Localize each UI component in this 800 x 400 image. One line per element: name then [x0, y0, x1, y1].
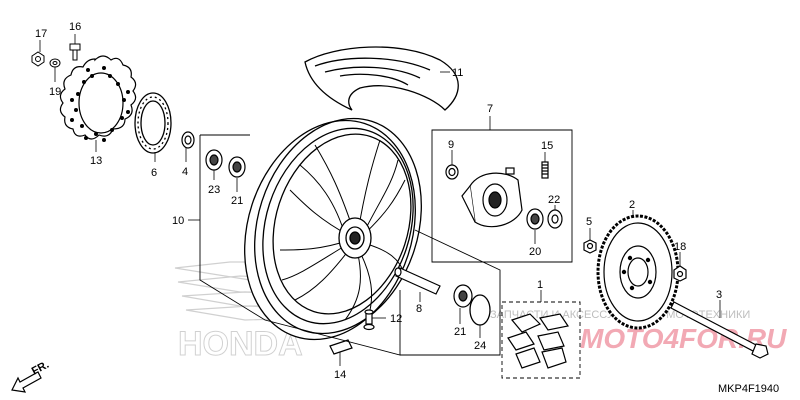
- flange-collar: [445, 164, 459, 180]
- disc-washer: [49, 58, 61, 68]
- dust-seal-ring: [134, 92, 172, 154]
- rear-wheel: [244, 117, 422, 341]
- callout-18: 18: [674, 241, 686, 253]
- callout-2: 2: [629, 199, 635, 211]
- axle-nut: [673, 265, 687, 282]
- group-outline-1: [501, 301, 581, 379]
- group-outline-7: [431, 129, 573, 263]
- callout-8: 8: [416, 303, 422, 315]
- sprocket-nut: [583, 239, 597, 254]
- callout-24: 24: [474, 340, 486, 352]
- stud-bolt: [541, 161, 549, 179]
- callout-12: 12: [390, 313, 402, 325]
- left-bearing-21: [228, 156, 246, 178]
- rear-axle: [670, 301, 769, 359]
- diagram-code: MKP4F1940: [718, 383, 779, 395]
- callout-11: 11: [452, 67, 463, 79]
- callout-22: 22: [548, 194, 560, 206]
- callout-16: 16: [69, 21, 81, 33]
- collar: [181, 131, 195, 149]
- front-label: FR.: [30, 359, 51, 378]
- front-direction-marker: FR.: [11, 359, 51, 393]
- callout-5: 5: [586, 216, 592, 228]
- callout-14: 14: [334, 369, 346, 381]
- leader-lines: [39, 34, 721, 366]
- callouts: 17 16 19 13 6 4 23 21 10 11 7 9 15 22 20…: [35, 21, 722, 381]
- brake-disc: [59, 55, 137, 143]
- wheel-damper: [507, 313, 569, 369]
- axle-spacer: [394, 267, 441, 295]
- right-bearing-21: [453, 284, 473, 308]
- callout-17: 17: [35, 28, 47, 40]
- callout-1: 1: [537, 279, 543, 291]
- callout-21-left: 21: [231, 195, 243, 207]
- disc-nut: [31, 51, 45, 67]
- group-outline-10: [199, 134, 501, 356]
- callout-20: 20: [529, 246, 541, 258]
- callout-19: 19: [49, 86, 61, 98]
- o-ring: [469, 294, 491, 326]
- callout-6: 6: [151, 167, 157, 179]
- callout-7: 7: [487, 103, 493, 115]
- callout-13: 13: [90, 155, 102, 167]
- callout-15: 15: [541, 140, 553, 152]
- final-driven-flange: [461, 167, 523, 228]
- callout-9: 9: [448, 139, 454, 151]
- balance-weight: [329, 339, 353, 355]
- callout-21-right: 21: [454, 326, 466, 338]
- callout-4: 4: [182, 166, 188, 178]
- callout-23: 23: [208, 184, 220, 196]
- left-bearing-23: [205, 149, 223, 171]
- callout-3: 3: [716, 289, 722, 301]
- disc-bolt: [69, 43, 81, 61]
- oil-seal-22: [547, 209, 563, 229]
- tire-valve: [363, 309, 375, 331]
- front-arrow-icon: [11, 371, 42, 393]
- flange-bearing-20: [526, 208, 544, 230]
- callout-10: 10: [172, 215, 184, 227]
- tire: [304, 46, 459, 111]
- drive-sprocket: [596, 214, 680, 330]
